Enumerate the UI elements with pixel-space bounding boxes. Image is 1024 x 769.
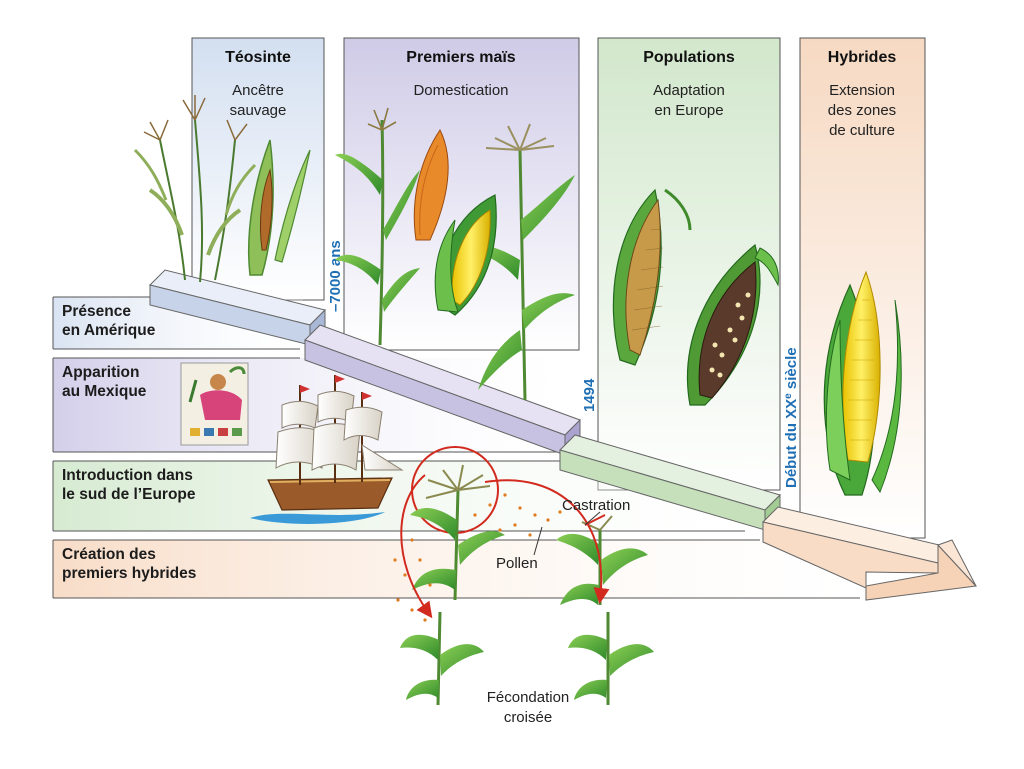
column-subtitle: Ancêtre xyxy=(232,82,284,99)
column-subtitle: de culture xyxy=(829,122,895,139)
pollen-label: Pollen xyxy=(496,555,538,572)
column-title: Téosinte xyxy=(225,49,291,66)
column-subtitle: des zones xyxy=(828,102,896,119)
corn-cob-icon xyxy=(612,188,779,406)
column-subtitle: Extension xyxy=(829,82,895,99)
row-label: Introduction dans xyxy=(62,467,193,484)
date-1494: 1494 xyxy=(581,378,598,412)
column-title: Populations xyxy=(643,49,735,66)
teosinte-plant-icon xyxy=(133,95,311,283)
column-subtitle: en Europe xyxy=(654,102,723,119)
ship-icon xyxy=(250,375,404,524)
row-label: premiers hybrides xyxy=(62,565,196,582)
date-7000: –7000 ans xyxy=(327,240,344,312)
pollination-scene xyxy=(393,446,654,706)
column-subtitle: sauvage xyxy=(230,102,287,119)
early-maize-plant-icon xyxy=(335,107,449,346)
row-label: le sud de l’Europe xyxy=(62,486,196,503)
aztec-glyph-icon xyxy=(180,362,249,446)
column-subtitle: Domestication xyxy=(413,82,508,99)
timeline-arrow-icon xyxy=(149,269,978,601)
maize-plant-icon xyxy=(434,123,575,401)
column-subtitle: Adaptation xyxy=(653,82,725,99)
row-label: Création des xyxy=(62,546,156,563)
fecondation-label: croisée xyxy=(504,709,552,726)
row-label: Apparition xyxy=(62,364,140,381)
column-title: Premiers maïs xyxy=(406,49,516,66)
date-xx-siecle: Début du XXe siècle xyxy=(783,347,801,488)
row-label: au Mexique xyxy=(62,383,147,400)
fecondation-label: Fécondation xyxy=(487,689,570,706)
row-creation-hybrides: Création des premiers hybrides xyxy=(52,539,863,599)
row-label: en Amérique xyxy=(62,322,156,339)
hybrid-cob-icon xyxy=(823,270,902,496)
column-title: Hybrides xyxy=(828,49,897,66)
row-label: Présence xyxy=(62,303,131,320)
castration-label: Castration xyxy=(562,497,630,514)
